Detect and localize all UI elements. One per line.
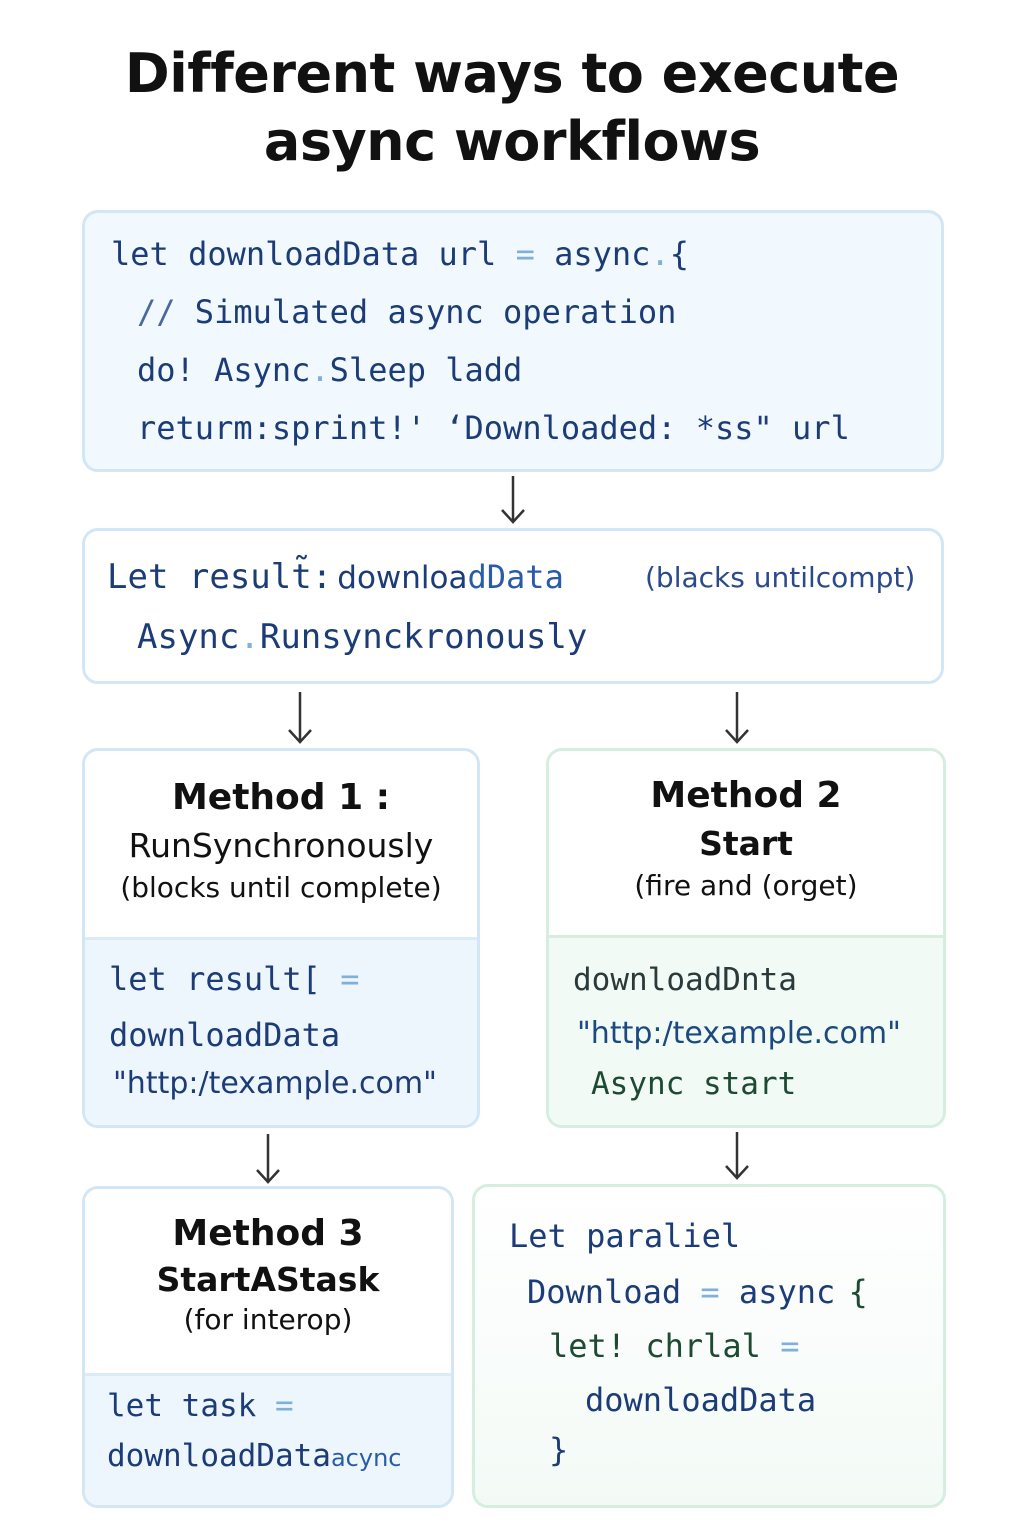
- method-2-subtitle: Start: [699, 824, 793, 863]
- method-2-note: (fire and (orget): [634, 869, 858, 902]
- arrow-down-icon: [285, 690, 315, 746]
- code-line-3: do! Async.Sleep ladd: [137, 351, 523, 389]
- method-1-note: (blocks until complete): [120, 871, 442, 904]
- parallel-block: Let paraliel Download = async { let! chr…: [472, 1184, 946, 1508]
- arrow-down-icon: [498, 474, 528, 526]
- code-line-4: returm:sprint!' ‘Downloaded: *ss" url: [137, 409, 850, 447]
- method-3-header: Method 3 StartAStask (for interop): [85, 1189, 451, 1376]
- code-line-1: let downloadData url = async.{: [111, 235, 689, 273]
- method-3-title: Method 3: [172, 1213, 364, 1254]
- result-line-1: Let result̃: downloadData: [107, 557, 564, 597]
- arrow-down-icon: [253, 1132, 283, 1186]
- method-1-header: Method 1 : RunSynchronously (blocks unti…: [85, 751, 477, 940]
- method-3-subtitle: StartAStask: [156, 1260, 380, 1299]
- method-1-code: let result[ = downloadData "http:/texamp…: [85, 940, 477, 1125]
- result-note: (blacks untilcompt): [645, 561, 916, 594]
- code-line-2: // Simulated async operation: [137, 293, 677, 331]
- result-block: Let result̃: downloadData (blacks untilc…: [82, 528, 944, 684]
- method-2-header: Method 2 Start (fire and (orget): [549, 751, 943, 938]
- method-2-code: downloadDnta "http:/texample.com" Async …: [549, 938, 943, 1125]
- method-1-title: Method 1 :: [171, 777, 391, 818]
- arrow-down-icon: [722, 1130, 752, 1182]
- method-3-note: (for interop): [183, 1303, 353, 1336]
- parallel-line-3: let! chrlal =: [549, 1327, 800, 1365]
- code-block-download: let downloadData url = async.{ // Simula…: [82, 210, 944, 472]
- title-line-2: async workflows: [263, 110, 761, 173]
- parallel-line-2: Download = async {: [527, 1273, 868, 1311]
- method-2-card: Method 2 Start (fire and (orget) downloa…: [546, 748, 946, 1128]
- method-3-code: let task = downloadDataacync: [85, 1376, 451, 1505]
- method-3-card: Method 3 StartAStask (for interop) let t…: [82, 1186, 454, 1508]
- arrow-down-icon: [722, 690, 752, 746]
- page-title: Different ways to execute async workflow…: [0, 40, 1024, 176]
- title-line-1: Different ways to execute: [124, 42, 900, 105]
- method-1-subtitle: RunSynchronously: [128, 826, 434, 865]
- method-1-card: Method 1 : RunSynchronously (blocks unti…: [82, 748, 480, 1128]
- method-2-title: Method 2: [650, 775, 842, 816]
- result-line-2: Async.Runsynckronously: [137, 617, 588, 657]
